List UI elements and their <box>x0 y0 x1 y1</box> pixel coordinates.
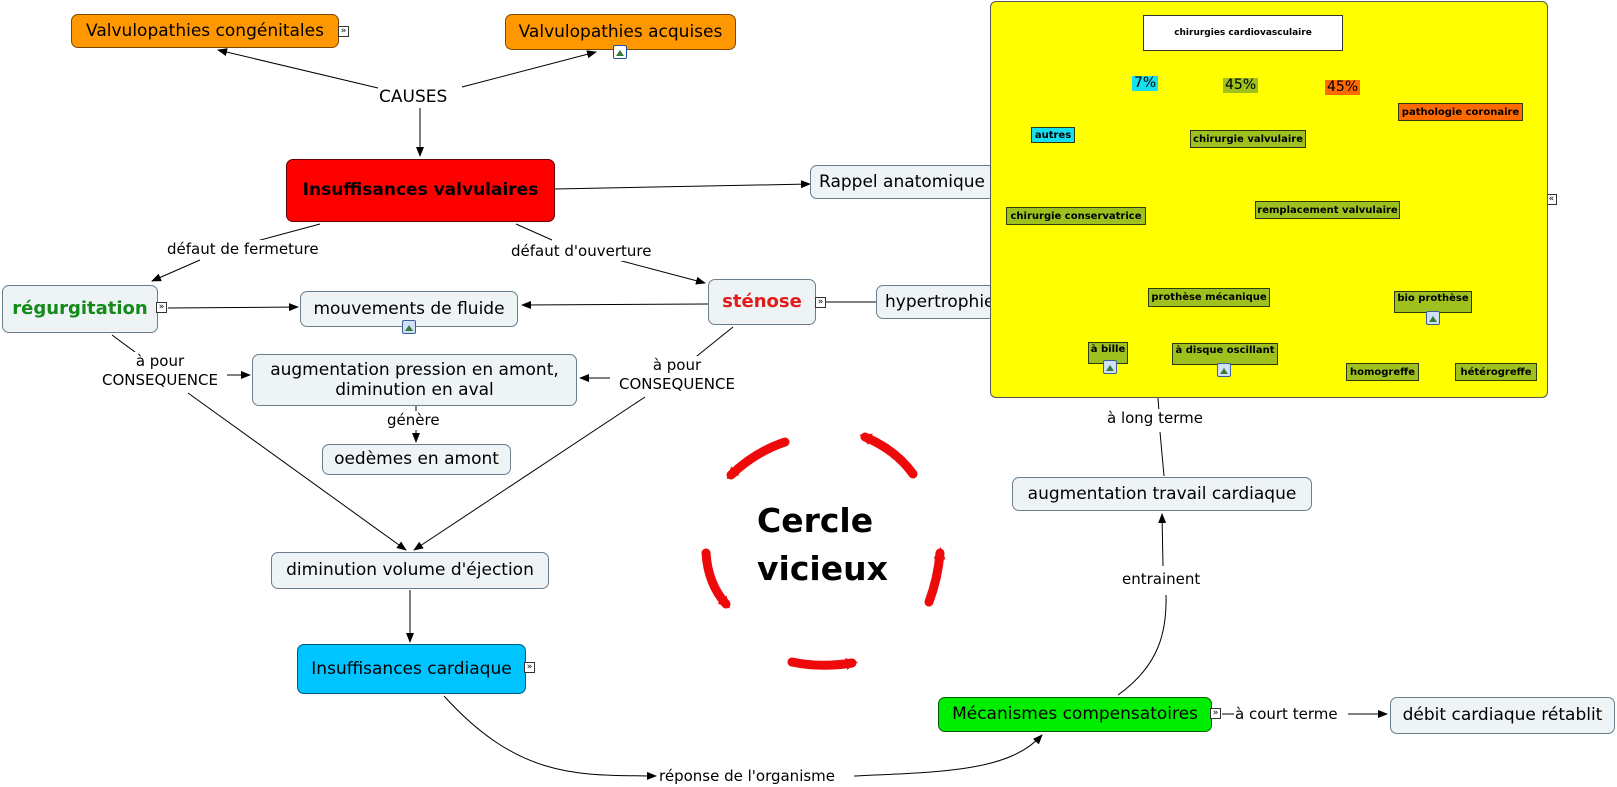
label-consequence-left: à pour CONSEQUENCE <box>93 352 227 390</box>
concept-map-icon[interactable] <box>613 45 627 59</box>
image-icon[interactable] <box>1217 363 1231 377</box>
label-reponse-organisme: réponse de l'organisme <box>658 767 837 786</box>
node-hypertrophie[interactable]: hypertrophie <box>876 285 995 319</box>
node-homogreffe[interactable]: homogreffe <box>1346 363 1419 381</box>
node-oedemes-en-amont[interactable]: oedèmes en amont <box>322 444 511 475</box>
node-augmentation-travail-cardiaque[interactable]: augmentation travail cardiaque <box>1012 477 1312 511</box>
label-genere: génère <box>386 411 441 430</box>
label-defaut-ouverture: défaut d'ouverture <box>510 242 653 261</box>
node-causes[interactable]: CAUSES <box>378 87 449 109</box>
percent-valvulaire: 45% <box>1223 77 1259 94</box>
surgery-panel[interactable] <box>990 1 1548 398</box>
node-pathologie-coronaire[interactable]: pathologie coronaire <box>1398 103 1523 121</box>
image-icon[interactable] <box>1426 311 1440 325</box>
node-insuffisances-valvulaires[interactable]: Insuffisances valvulaires <box>286 159 555 222</box>
label-long-terme: à long terme <box>1106 409 1204 428</box>
node-heterogreffe[interactable]: hétérogreffe <box>1455 363 1537 381</box>
image-icon[interactable] <box>402 320 416 334</box>
node-chirurgie-valvulaire[interactable]: chirurgie valvulaire <box>1190 130 1306 148</box>
node-chirurgies-cardiovasculaire[interactable]: chirurgies cardiovasculaire <box>1143 15 1343 51</box>
node-insuffisances-cardiaque[interactable]: Insuffisances cardiaque <box>297 644 526 694</box>
node-mecanismes-compensatoires[interactable]: Mécanismes compensatoires <box>938 697 1212 732</box>
percent-coronaire: 45% <box>1325 79 1361 96</box>
cycle-arrows <box>701 432 946 670</box>
expand-arrows-icon[interactable]: » <box>815 297 826 308</box>
node-a-disque-oscillant[interactable]: à disque oscillant <box>1172 343 1278 365</box>
expand-arrows-icon[interactable]: » <box>338 26 349 37</box>
node-rappel-anatomique[interactable]: Rappel anatomique <box>810 165 995 199</box>
node-bio-prothese[interactable]: bio prothèse <box>1394 291 1472 313</box>
image-icon[interactable] <box>1103 360 1117 374</box>
label-consequence-right: à pour CONSEQUENCE <box>610 356 744 394</box>
node-prothese-mecanique[interactable]: prothèse mécanique <box>1148 288 1270 307</box>
label-court-terme: à court terme <box>1234 705 1339 724</box>
label-entrainent: entrainent <box>1121 570 1202 589</box>
expand-arrows-icon[interactable]: » <box>1210 708 1221 719</box>
node-valvulopathies-acquises[interactable]: Valvulopathies acquises <box>505 14 736 50</box>
node-stenose[interactable]: sténose <box>708 279 816 325</box>
node-debit-cardiaque-retablit[interactable]: débit cardiaque rétablit <box>1390 697 1615 734</box>
expand-arrows-icon[interactable]: » <box>156 302 167 313</box>
label-defaut-fermeture: défaut de fermeture <box>166 240 320 259</box>
node-autres[interactable]: autres <box>1031 127 1075 143</box>
node-regurgitation[interactable]: régurgitation <box>2 285 158 333</box>
label-cercle-vicieux: Cercle vicieux <box>757 501 888 588</box>
node-valvulopathies-congenitales[interactable]: Valvulopathies congénitales <box>71 14 339 48</box>
percent-autres: 7% <box>1132 75 1159 92</box>
node-remplacement-valvulaire[interactable]: remplacement valvulaire <box>1255 201 1400 219</box>
node-chirurgie-conservatrice[interactable]: chirurgie conservatrice <box>1006 207 1146 225</box>
expand-arrows-icon[interactable]: » <box>524 662 535 673</box>
node-augmentation-pression[interactable]: augmentation pression en amont, diminuti… <box>252 354 577 406</box>
node-diminution-volume-ejection[interactable]: diminution volume d'éjection <box>271 552 549 589</box>
